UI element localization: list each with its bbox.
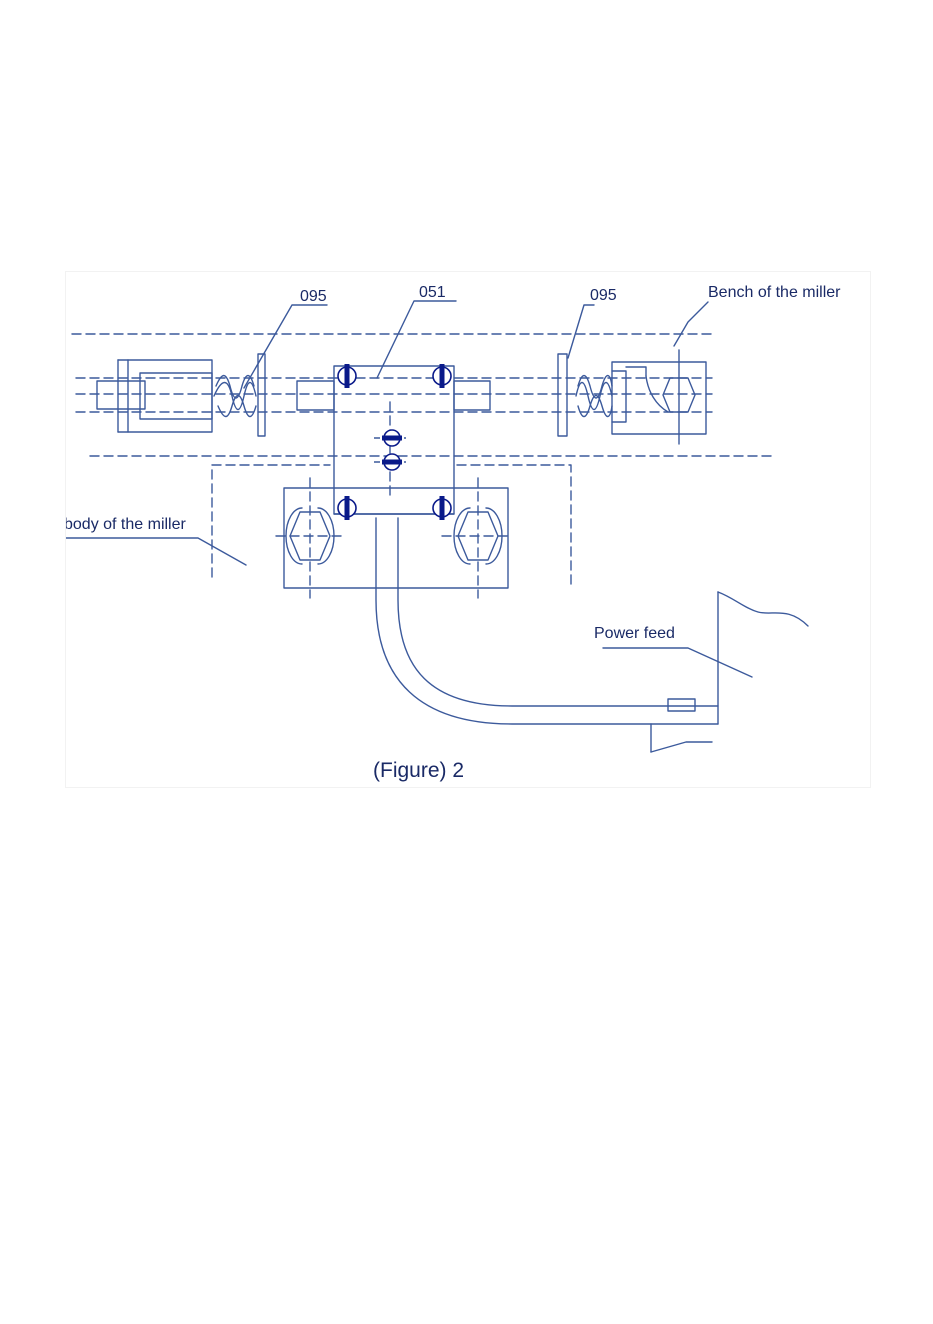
right-clamp-assembly — [612, 350, 706, 444]
right-spring-095 — [558, 354, 612, 436]
power-feed-conduit — [376, 518, 718, 724]
label-bench-of-the-miller: Bench of the miller — [708, 284, 841, 301]
screw-top-left — [338, 364, 356, 388]
screw-center-upper — [374, 430, 406, 446]
leader-lines — [66, 301, 752, 677]
screw-bottom-right — [433, 496, 451, 520]
screw-bottom-left — [338, 496, 356, 520]
screw-top-right — [433, 364, 451, 388]
label-part-095-right: 095 — [590, 287, 617, 304]
milling-diagram: 095 051 095 Bench of the miller body of … — [66, 272, 870, 787]
power-feed-housing — [651, 592, 808, 752]
left-clamp-assembly — [97, 360, 212, 432]
label-part-051: 051 — [419, 284, 446, 301]
mounting-bracket — [276, 478, 512, 598]
label-body-of-the-miller: body of the miller — [66, 516, 187, 533]
label-part-095-left: 095 — [300, 288, 327, 305]
label-power-feed: Power feed — [594, 625, 675, 642]
screws — [338, 364, 451, 520]
figure-panel: 095 051 095 Bench of the miller body of … — [66, 272, 870, 787]
dashed-guides — [72, 334, 774, 588]
figure-caption: (Figure) 2 — [373, 759, 464, 782]
